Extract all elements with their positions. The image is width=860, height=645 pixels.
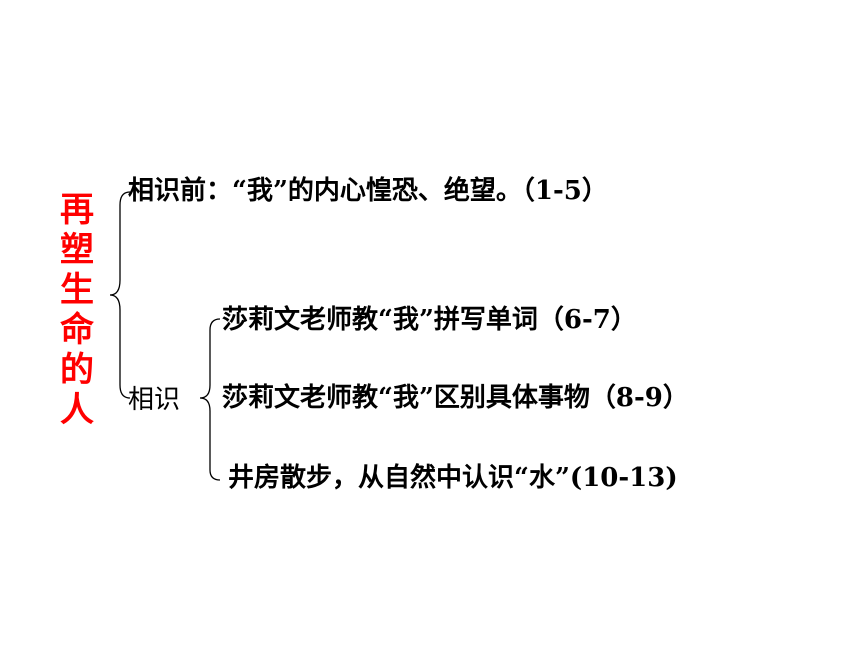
sub-brace <box>199 318 221 481</box>
root-title: 再 塑 生 命 的 人 <box>60 190 94 430</box>
branch-meeting-label: 相识 <box>128 385 181 415</box>
meeting-item-2: 莎莉文老师教“我”区别具体事物（8-9） <box>222 383 689 413</box>
meeting-item-1: 莎莉文老师教“我”拼写单词（6-7） <box>222 305 637 335</box>
meeting-item-3: 井房散步，从自然中认识“水”(10-13) <box>228 463 678 493</box>
main-brace <box>109 191 131 399</box>
branch-before-label: 相识前：“我”的内心惶恐、绝望。（1-5） <box>128 176 608 206</box>
